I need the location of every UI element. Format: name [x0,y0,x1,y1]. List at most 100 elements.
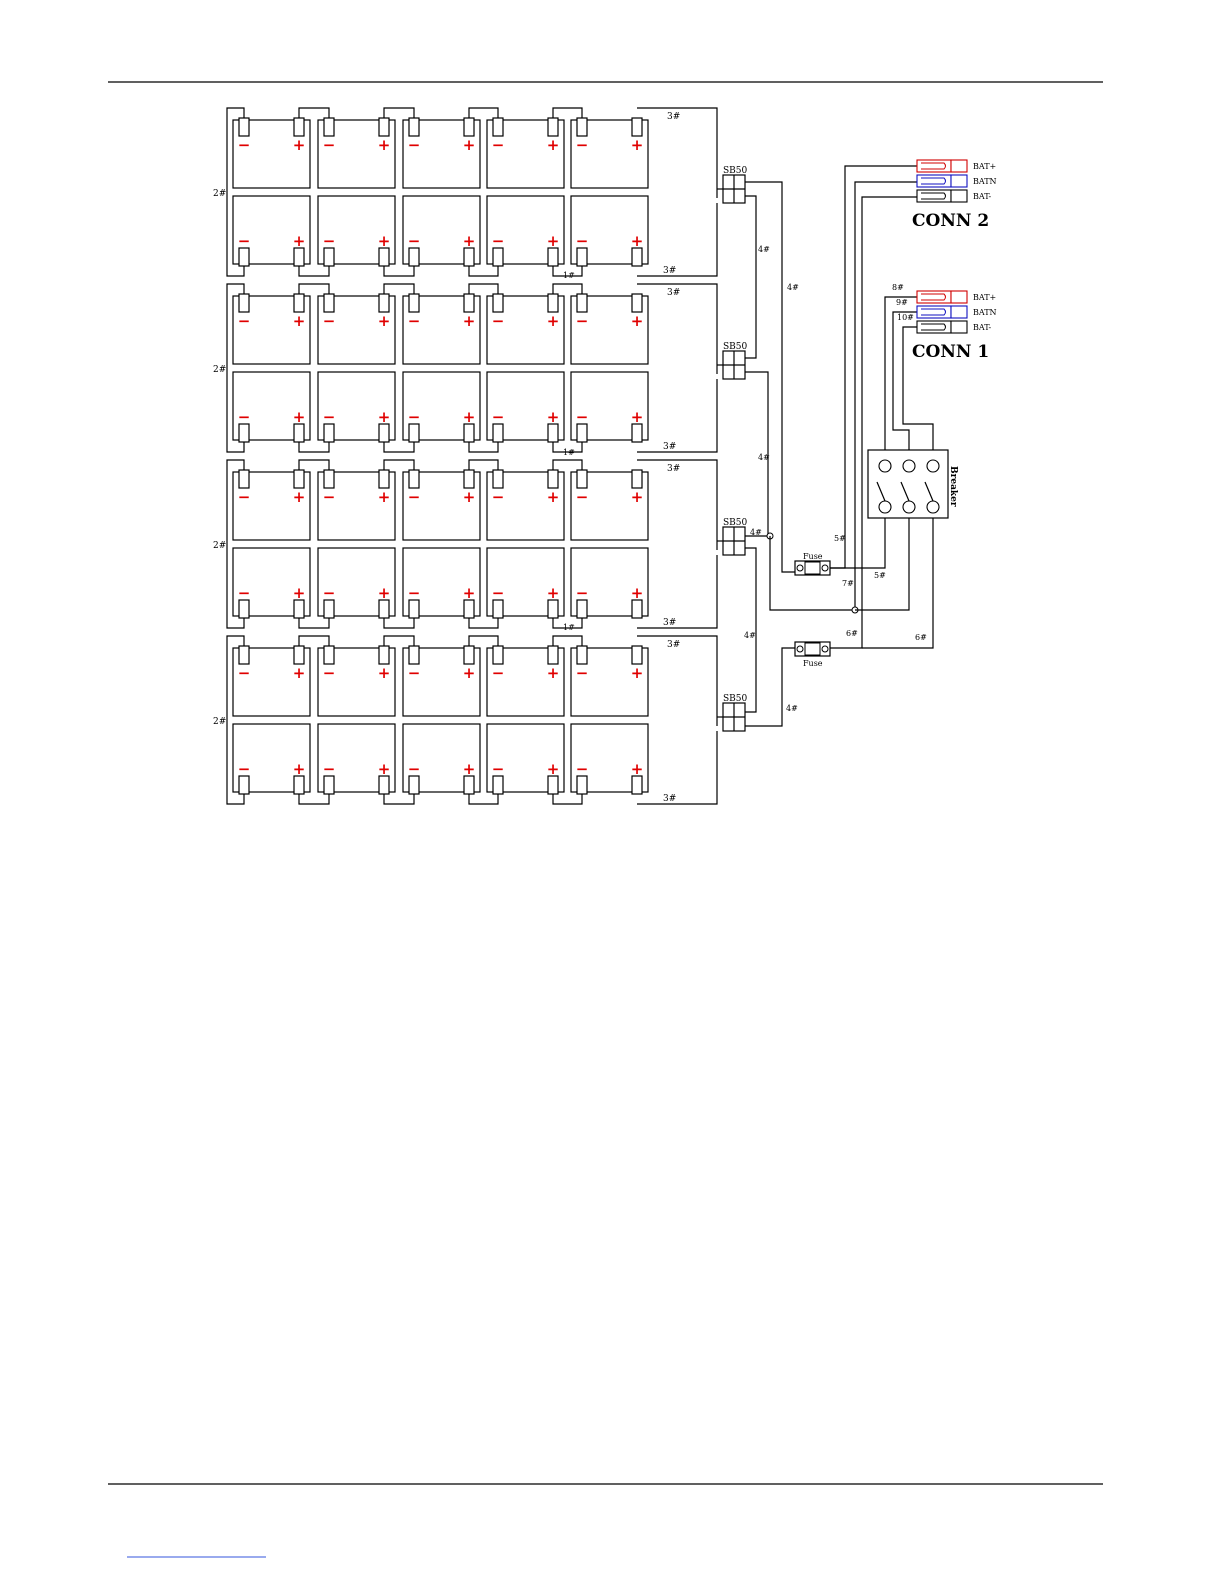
battery-polarity: − [238,584,251,602]
battery-polarity: − [576,408,589,426]
battery-terminal [408,293,420,313]
battery-polarity: + [378,312,391,330]
battery-terminal [576,293,588,313]
battery-cell: −+ [486,723,565,795]
sb50-connector: SB50 [722,518,748,556]
battery-polarity: − [408,232,421,250]
wire-4 [745,371,769,536]
battery-jumper [468,266,499,277]
battery-polarity: + [547,488,560,506]
battery-cell: −+ [317,371,396,443]
battery-terminal [378,247,390,267]
fuse: Fuse [794,641,831,668]
fuse-terminal [821,564,829,572]
connector-pin-contact [921,177,946,185]
battery-polarity: + [378,136,391,154]
wire-label-4: 4# [787,283,799,292]
battery-terminal [408,645,420,665]
breaker-switch-blade [900,481,910,502]
wire-label-3: 3# [663,442,676,452]
battery-polarity: + [293,232,306,250]
wire-4 [745,195,757,359]
wire-label-6: 6# [846,629,858,638]
battery-terminal [323,247,335,267]
battery-cell: −+ [232,293,311,365]
battery-jumper [552,283,583,294]
fuse: Fuse [794,552,831,576]
battery-cell: −+ [232,723,311,795]
battery-polarity: − [238,664,251,682]
battery-polarity: + [631,760,644,778]
battery-terminal [463,247,475,267]
battery-jumper [468,107,499,118]
battery-terminal [238,293,250,313]
wire-6 [862,507,934,649]
battery-terminal [323,645,335,665]
battery-terminal [547,247,559,267]
wire-label-4: 4# [758,453,770,462]
battery-jumper [552,635,583,646]
battery-polarity: + [378,232,391,250]
battery-cell: −+ [402,117,481,189]
battery-polarity: − [323,664,336,682]
battery-jumper [552,618,583,629]
wire-6 [830,196,917,649]
battery-polarity: + [293,664,306,682]
wire-label-9: 9# [896,298,908,307]
battery-terminal [576,247,588,267]
battery-polarity: − [323,408,336,426]
wire-label-7: 7# [842,579,854,588]
wire-3 [637,555,718,629]
battery-terminal [631,469,643,489]
battery-polarity: − [408,584,421,602]
connector-pin-tail [950,305,968,319]
wire-label-3: 3# [667,640,680,650]
wire-label-3: 3# [667,112,680,122]
wire-7 [769,536,855,611]
battery-terminal [238,599,250,619]
battery-polarity: + [293,584,306,602]
battery-polarity: − [238,488,251,506]
battery-terminal [576,469,588,489]
battery-polarity: + [293,312,306,330]
battery-cell: −+ [317,117,396,189]
battery-jumper [468,442,499,453]
battery-polarity: + [463,664,476,682]
battery-terminal [576,775,588,795]
battery-jumper [298,283,330,294]
battery-polarity: + [631,232,644,250]
battery-polarity: + [631,488,644,506]
sb50-label: SB50 [723,518,748,528]
battery-terminal [238,645,250,665]
connector-pin-label: BATN [973,177,997,186]
battery-terminal [631,599,643,619]
wire-4 [745,181,795,573]
battery-side-link [226,459,245,629]
battery-jumper [298,794,330,805]
battery-jumper [383,442,415,453]
battery-jumper [552,794,583,805]
battery-terminal [378,117,390,137]
battery-polarity: − [408,488,421,506]
battery-polarity: − [323,312,336,330]
battery-jumper [552,459,583,470]
battery-polarity: + [293,136,306,154]
battery-terminal [293,293,305,313]
battery-polarity: + [631,664,644,682]
battery-terminal [631,293,643,313]
wire-label-3: 3# [667,464,680,474]
battery-jumper [552,107,583,118]
battery-terminal [631,247,643,267]
connector-pin-contact [921,308,946,316]
battery-terminal [547,599,559,619]
battery-polarity: − [576,136,589,154]
battery-terminal [576,423,588,443]
wire-label-4: 4# [750,528,762,537]
battery-polarity: + [378,760,391,778]
battery-cell: −+ [402,371,481,443]
fuse-element [804,561,821,575]
wire-label-4: 4# [786,704,798,713]
battery-terminal [576,645,588,665]
connector-pin-tail [950,189,968,203]
